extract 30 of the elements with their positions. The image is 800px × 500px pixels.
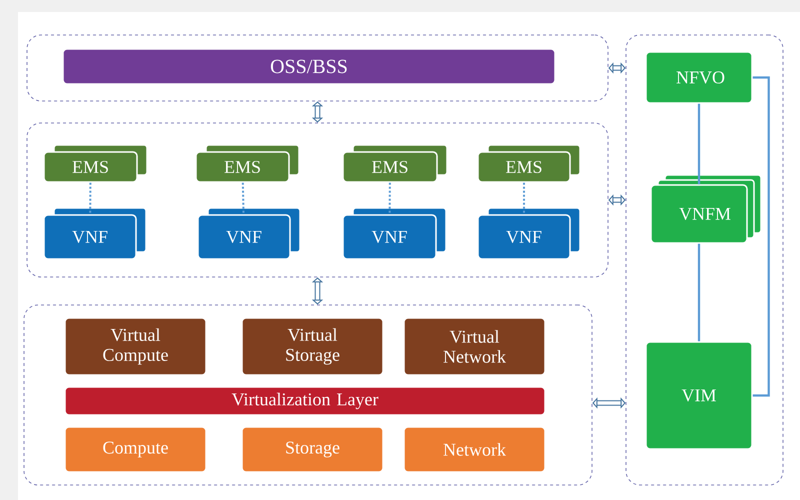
- dotted-connector: [242, 182, 245, 214]
- function-box: Virtual Storage: [241, 317, 384, 376]
- function-box: VIM: [645, 341, 753, 450]
- function-box: Virtual Compute: [64, 317, 207, 376]
- connector-line: [698, 104, 700, 184]
- group-frame: [24, 304, 592, 486]
- layer-bar: OSS/BSS: [62, 48, 556, 85]
- stacked-box: VNFM: [650, 174, 762, 244]
- stacked-box: EMS: [43, 144, 148, 183]
- dotted-connector: [388, 182, 391, 214]
- group-frame: [26, 34, 608, 102]
- stacked-box: EMS: [195, 144, 300, 183]
- function-box: Compute: [64, 426, 207, 473]
- function-box: Virtual Network: [403, 317, 546, 376]
- stacked-box: EMS: [342, 144, 448, 183]
- dotted-connector: [523, 182, 525, 214]
- layer-bar: Virtualization Layer: [64, 386, 546, 416]
- stacked-box: VNF: [43, 207, 147, 260]
- function-box: Storage: [241, 426, 384, 473]
- function-box: NFVO: [645, 51, 753, 104]
- group-frame: [26, 122, 608, 278]
- stacked-box: EMS: [477, 144, 581, 183]
- stacked-box: VNF: [477, 207, 581, 260]
- stacked-box: VNF: [342, 207, 447, 260]
- connector-line: [698, 244, 700, 342]
- connector-line: [752, 76, 770, 397]
- dotted-connector: [89, 182, 92, 214]
- group-frame: [626, 34, 784, 486]
- function-box: Network: [403, 426, 546, 473]
- stacked-box: VNF: [197, 207, 301, 260]
